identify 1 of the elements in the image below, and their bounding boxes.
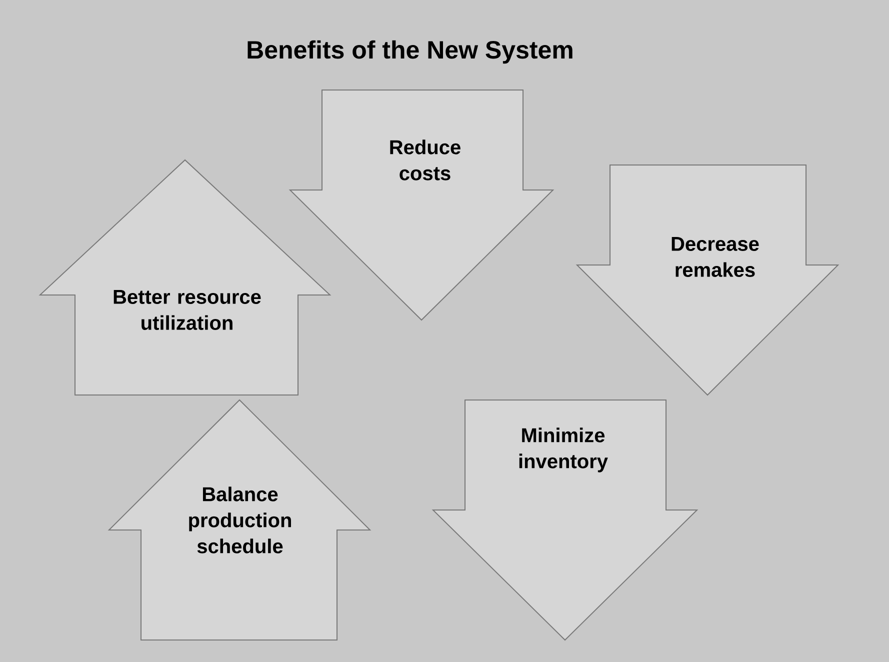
title: Benefits of the New System — [248, 40, 572, 64]
